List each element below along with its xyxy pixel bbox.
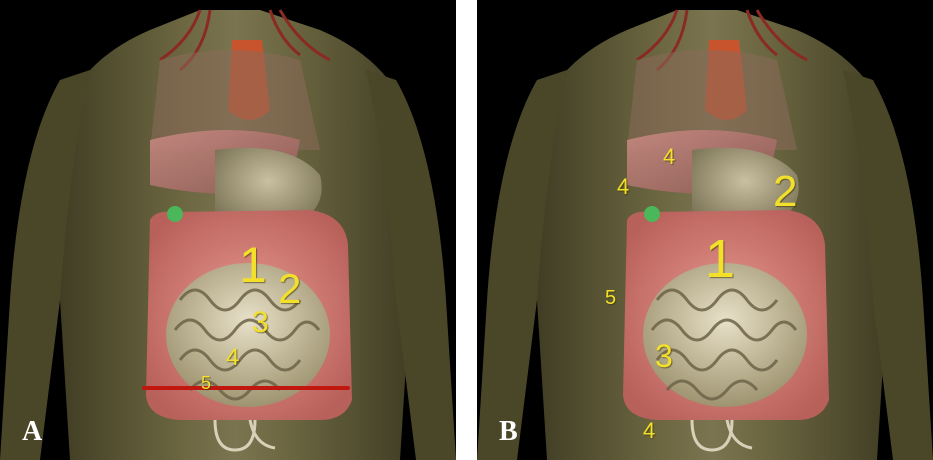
label-4: 4 [226, 346, 239, 370]
label-5: 5 [605, 288, 616, 308]
label-5: 5 [201, 374, 211, 392]
label-2: 2 [773, 170, 797, 214]
label-4-upper: 4 [663, 146, 675, 168]
panel-letter: B [499, 418, 518, 446]
panel-letter: A [22, 418, 42, 446]
label-2: 2 [278, 268, 301, 310]
label-1: 1 [239, 240, 267, 290]
label-3: 3 [252, 308, 269, 338]
label-3: 3 [655, 340, 673, 372]
label-1: 1 [705, 232, 735, 286]
label-4-left: 4 [617, 176, 629, 198]
panel-b: 1 2 3 4 4 4 5 B [477, 0, 933, 460]
label-4-lower: 4 [643, 420, 655, 442]
panel-a: 1 2 3 4 5 A [0, 0, 456, 460]
cut-line [142, 386, 350, 390]
anatomy-illustration-a [0, 0, 456, 460]
